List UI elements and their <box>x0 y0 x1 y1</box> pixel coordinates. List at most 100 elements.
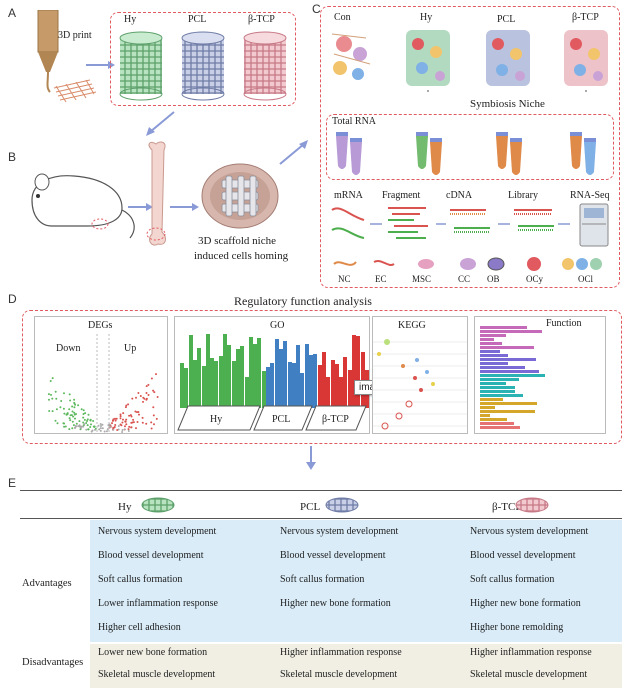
go-bar <box>210 358 215 408</box>
down-gene-point <box>82 413 85 415</box>
arrow-b1 <box>128 203 153 211</box>
ns-gene-point <box>121 431 124 433</box>
up-gene-point <box>139 395 142 397</box>
go-bar <box>352 335 356 408</box>
down-gene-point <box>48 398 50 401</box>
disadvantages-bg <box>90 644 622 688</box>
function-bar <box>480 362 508 365</box>
ns-gene-point <box>91 429 94 432</box>
function-bar <box>480 402 537 405</box>
ns-gene-point <box>80 427 82 429</box>
up-gene-point <box>125 418 128 421</box>
down-gene-point <box>63 412 66 415</box>
go-bar <box>321 352 326 408</box>
panel-d-box <box>22 310 622 444</box>
down-gene-point <box>80 408 83 411</box>
up-gene-point <box>131 397 134 400</box>
down-label: Down <box>56 343 81 354</box>
down-gene-point <box>85 422 88 424</box>
down-gene-point <box>54 419 57 422</box>
ns-gene-point <box>99 429 102 432</box>
go-bar <box>261 371 266 408</box>
advantage-cell: Lower inflammation response <box>98 598 218 609</box>
up-gene-point <box>135 396 137 399</box>
disadvantages-label: Disadvantages <box>22 657 84 668</box>
down-gene-point <box>86 420 88 422</box>
scaffold-hy-icon <box>119 31 163 101</box>
down-gene-point <box>82 409 85 412</box>
down-gene-point <box>89 426 92 428</box>
down-gene-point <box>49 380 52 382</box>
ns-gene-point <box>100 425 102 427</box>
cell-niches <box>331 30 608 92</box>
up-gene-point <box>119 413 122 416</box>
advantage-cell: Blood vessel development <box>98 550 204 561</box>
up-gene-point <box>143 397 146 400</box>
function-bar <box>480 370 539 373</box>
volcano-points <box>47 334 159 434</box>
function-bar <box>480 350 500 353</box>
go-bar-area <box>180 330 369 408</box>
kegg-dots <box>373 339 467 430</box>
function-bar <box>480 338 494 341</box>
function-bar <box>480 410 535 413</box>
cell-legend-icons <box>333 257 602 271</box>
legend-nc: NC <box>338 274 351 284</box>
down-gene-point <box>71 405 74 408</box>
advantage-cell: Higher new bone formation <box>280 598 391 609</box>
down-gene-point <box>68 408 71 411</box>
down-gene-point <box>92 420 95 422</box>
function-bar <box>480 346 534 349</box>
advantage-cell: Blood vessel development <box>280 550 386 561</box>
group-label-con: Con <box>334 12 351 23</box>
scaffold-label-hy: Hy <box>124 14 137 25</box>
go-group-tcp: β-TCP <box>322 414 349 425</box>
disadvantage-cell: Skeletal muscle development <box>280 669 398 680</box>
col-head-tcp: β-TCP <box>492 501 522 513</box>
go-bar <box>218 356 223 408</box>
down-gene-point <box>63 425 66 428</box>
down-gene-point <box>72 424 75 427</box>
function-bar <box>480 386 515 389</box>
advantages-bg <box>90 520 622 642</box>
function-bar <box>480 390 515 393</box>
function-bar <box>480 330 542 333</box>
table-top-rule <box>20 490 622 491</box>
up-gene-point <box>141 416 144 419</box>
down-gene-point <box>68 428 71 431</box>
up-gene-point <box>141 421 144 424</box>
down-gene-point <box>90 423 92 426</box>
advantages-label: Advantages <box>22 578 72 589</box>
up-gene-point <box>137 392 140 394</box>
down-gene-point <box>82 416 85 419</box>
down-gene-point <box>51 397 54 400</box>
go-bar <box>192 360 197 408</box>
down-gene-point <box>73 411 76 414</box>
go-bar <box>334 364 339 408</box>
down-gene-point <box>54 390 57 393</box>
scaffold-label-tcp: β-TCP <box>248 14 275 25</box>
ns-gene-point <box>106 428 109 431</box>
up-gene-point <box>124 425 126 428</box>
function-bar <box>480 426 520 429</box>
go-bar <box>201 366 206 408</box>
down-gene-point <box>77 404 80 407</box>
panel-a-letter: A <box>8 6 17 20</box>
down-gene-point <box>75 413 77 415</box>
go-bar <box>235 349 240 408</box>
go-group-hy: Hy <box>210 414 223 425</box>
up-gene-point <box>153 391 156 394</box>
up-gene-point <box>147 394 150 396</box>
go-bar <box>274 339 279 408</box>
down-gene-point <box>68 393 71 396</box>
disadvantage-cell: Skeletal muscle development <box>470 669 588 680</box>
table-head-rule <box>20 518 622 519</box>
up-gene-point <box>127 428 130 431</box>
down-gene-point <box>87 413 90 416</box>
down-gene-point <box>87 428 90 431</box>
function-bar <box>480 398 503 401</box>
up-gene-point <box>152 414 155 417</box>
go-bar <box>283 341 288 408</box>
go-bar <box>304 344 309 408</box>
arrow-b3 <box>279 140 308 165</box>
